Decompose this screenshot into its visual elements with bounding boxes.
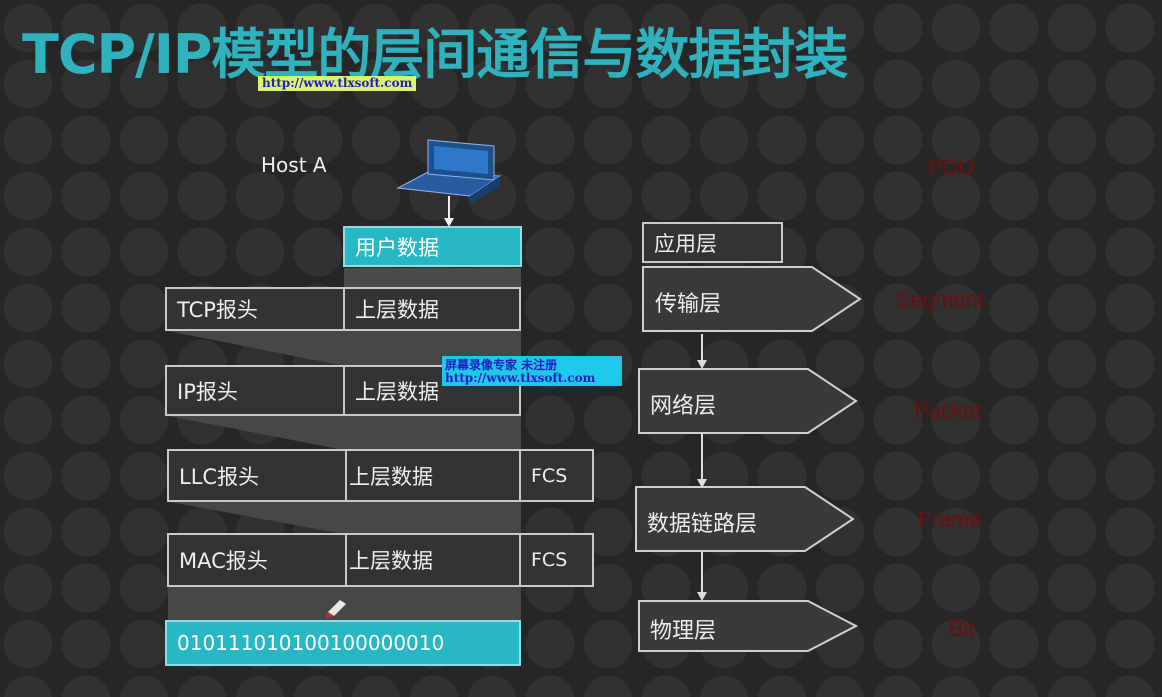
funnel-tcp-ip — [168, 331, 521, 366]
layer-transport-shape — [642, 266, 862, 332]
user-data-box: 用户数据 — [343, 226, 522, 267]
watermark-line2: http://www.tlxsoft.com — [445, 371, 596, 385]
layer-datalink-label: 数据链路层 — [647, 512, 758, 537]
ip-header-box: IP报头 — [165, 365, 345, 416]
watermark-box: 屏幕录像专家 未注册 http://www.tlxsoft.com — [442, 356, 622, 386]
pencil-cursor-icon — [326, 600, 346, 618]
watermark-url: http://www.tlxsoft.com — [258, 76, 417, 91]
tcp-data-box: 上层数据 — [343, 287, 521, 331]
pdu-segment: Segment — [896, 287, 985, 312]
llc-header-box: LLC报头 — [167, 449, 347, 502]
pdu-heading: PDU — [928, 155, 975, 180]
ip-data-box: 上层数据 — [343, 365, 521, 416]
funnel-userdata-tcp — [344, 268, 521, 288]
layer-network-label: 网络层 — [650, 394, 717, 419]
layer-application-box: 应用层 — [642, 222, 783, 263]
mac-fcs-box: FCS — [519, 533, 594, 587]
layer-physical-shape — [638, 600, 859, 652]
layer-transport-label: 传输层 — [655, 292, 722, 317]
computer-icon — [396, 139, 502, 204]
layer-datalink-shape — [635, 486, 855, 552]
funnel-ip-llc — [168, 416, 521, 450]
pdu-bit: Bit — [949, 616, 975, 641]
tcp-header-box: TCP报头 — [165, 287, 345, 331]
arrow-head-2 — [697, 479, 707, 488]
arrow-head-1 — [697, 360, 707, 369]
pdu-packet: Packet — [914, 398, 982, 423]
llc-fcs-box: FCS — [519, 449, 594, 502]
page-title: TCP/IP模型的层间通信与数据封装 — [22, 23, 848, 86]
host-arrow-head — [444, 218, 454, 227]
funnel-llc-mac — [170, 502, 521, 534]
pdu-frame: Frame — [918, 507, 982, 532]
bitstream-box: 010111010100100000010 — [165, 620, 521, 666]
mac-header-box: MAC报头 — [167, 533, 347, 587]
watermark-line1: 屏幕录像专家 未注册 — [445, 358, 558, 372]
layer-network-shape — [638, 368, 858, 434]
host-label: Host A — [261, 153, 327, 177]
llc-data-box: 上层数据 — [345, 449, 521, 502]
layer-physical-label: 物理层 — [650, 619, 717, 644]
arrow-head-3 — [697, 592, 707, 601]
mac-data-box: 上层数据 — [345, 533, 521, 587]
